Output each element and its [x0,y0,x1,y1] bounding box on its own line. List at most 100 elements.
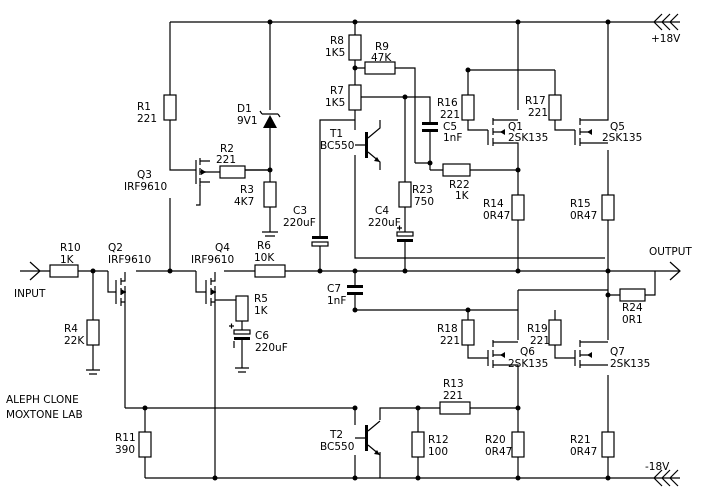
input-arrow-icon [29,261,41,281]
q3-ref: Q3 [137,169,152,181]
r2-value: 221 [216,154,236,166]
resistor-r4 [86,319,100,346]
resistor-r14 [511,194,525,221]
r10-value: 1K [60,254,75,266]
labels: +18V -18V INPUT OUTPUT ALEPH CLONE MOXTO… [6,33,692,473]
r10-ref: R10 [60,242,81,254]
c7-value: 1nF [327,295,346,307]
q6-ref: Q6 [520,346,535,358]
resistor-r19 [548,319,562,346]
bjt-t2 [355,420,381,456]
minus-rail-label: -18V [645,461,670,473]
r11-value: 390 [115,444,135,456]
resistor-r12 [411,431,425,458]
mosfets [107,110,609,375]
resistor-r3 [263,181,277,208]
mosfet-q3 [180,158,210,186]
q4-ref: Q4 [215,242,230,254]
r19-ref: R19 [527,323,548,335]
r17-ref: R17 [525,95,546,107]
q7-ref: Q7 [610,346,625,358]
t1-value: BC550 [320,140,354,152]
r13-value: 221 [443,390,463,402]
q3-value: IRF9610 [124,181,167,193]
d1-ref: D1 [237,103,252,115]
r21-value: 0R47 [570,446,597,458]
r3-value: 4K7 [234,196,254,208]
r9-value: 47K [371,52,392,64]
r20-ref: R20 [485,434,506,446]
resistor-r7 [348,84,362,111]
r6-ref: R6 [257,240,271,252]
resistor-r16 [461,94,475,121]
resistor-r20 [511,431,525,458]
r1-value: 221 [137,113,157,125]
t2-ref: T2 [329,429,343,441]
mosfet-q6 [487,340,519,375]
r5-value: 1K [254,305,269,317]
resistor-r8 [348,34,362,61]
r3-ref: R3 [240,184,254,196]
r11-ref: R11 [115,432,136,444]
plus-rail-label: +18V [651,33,681,45]
q2-value: IRF9610 [108,254,151,266]
resistor-r15 [601,194,615,221]
resistor-r23 [398,181,412,208]
r16-value: 221 [440,109,460,121]
q1-ref: Q1 [508,121,523,133]
r23-ref: R23 [412,184,433,196]
c6-ref: C6 [255,330,269,342]
r4-ref: R4 [64,323,78,335]
t1-ref: T1 [329,128,343,140]
r14-value: 0R47 [483,210,510,222]
r24-ref: R24 [622,302,643,314]
resistor-r9 [364,61,396,75]
resistor-r18 [461,319,475,346]
r12-value: 100 [428,446,448,458]
r15-ref: R15 [570,198,591,210]
c5-ref: C5 [443,121,457,133]
r4-value: 22K [64,335,85,347]
r13-ref: R13 [443,378,464,390]
r8-value: 1K5 [325,47,345,59]
bjt-t1 [355,120,381,170]
t2-value: BC550 [320,441,354,453]
r23-value: 750 [414,196,434,208]
r6-value: 10K [254,252,275,264]
resistor-r24 [619,288,646,302]
r18-ref: R18 [437,323,458,335]
r9-ref: R9 [375,41,389,53]
resistor-r10 [49,264,79,278]
capacitor-c3 [311,236,329,247]
resistor-r2 [219,165,246,179]
resistor-r1 [163,94,177,121]
q7-value: 2SK135 [610,358,650,370]
r5-ref: R5 [254,293,268,305]
r7-ref: R7 [330,85,344,97]
q5-value: 2SK135 [602,132,642,144]
q1-value: 2SK135 [508,132,548,144]
output-arrow-icon [669,261,681,281]
resistor-r6 [254,264,286,278]
mosfet-q5 [574,110,609,146]
mosfet-q1 [487,118,519,150]
c6-value: 220uF [255,342,288,354]
r22-value: 1K [455,190,470,202]
r2-ref: R2 [220,143,234,155]
r19-value: 221 [530,335,550,347]
r1-ref: R1 [137,101,151,113]
c4-ref: C4 [375,205,389,217]
mosfet-q7 [574,340,608,368]
c4-value: 220uF [368,217,401,229]
r8-ref: R8 [330,35,344,47]
resistor-r13 [439,401,471,415]
r18-value: 221 [440,335,460,347]
q4-value: IRF9610 [191,254,234,266]
mosfet-q2 [107,271,126,306]
capacitor-c6 [229,323,251,348]
capacitors [229,122,438,348]
resistor-r17 [548,94,562,121]
d1-value: 9V1 [237,115,258,127]
terminals [29,13,681,487]
